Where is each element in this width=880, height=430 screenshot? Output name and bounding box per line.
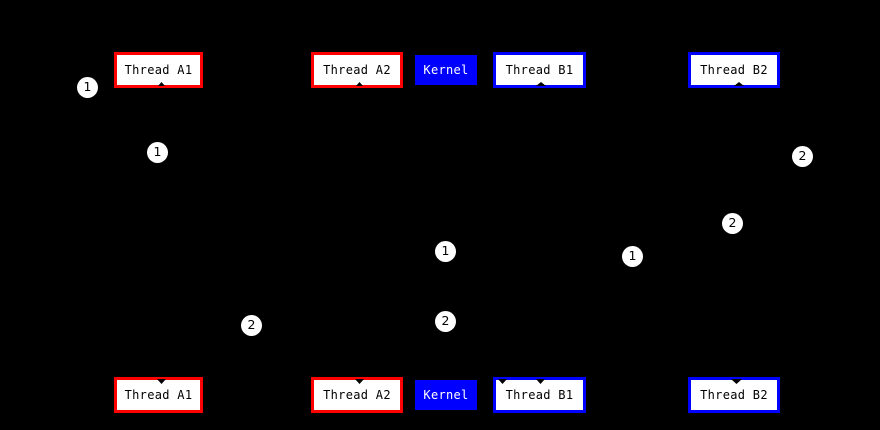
box-kernel-bottom-label: Kernel <box>423 388 469 402</box>
connector-artifact <box>158 82 165 86</box>
step-marker-2d: 2 <box>435 311 456 332</box>
step-marker-2b: 2 <box>722 213 743 234</box>
step-marker-2c-label: 2 <box>247 317 256 333</box>
box-thread-b2-bottom: Thread B2 <box>688 377 780 413</box>
connector-artifact <box>356 82 363 86</box>
step-marker-1a: 1 <box>77 77 98 98</box>
box-thread-a1-bottom: Thread A1 <box>114 377 203 413</box>
box-thread-b2-top-label: Thread B2 <box>700 63 768 77</box>
step-marker-1c: 1 <box>435 241 456 262</box>
step-marker-2b-label: 2 <box>728 215 737 231</box>
box-thread-b2-top: Thread B2 <box>688 52 780 88</box>
box-thread-b1-bottom: Thread B1 <box>493 377 586 413</box>
connector-artifact <box>731 379 742 384</box>
box-thread-a1-top: Thread A1 <box>114 52 203 88</box>
step-marker-2c: 2 <box>241 315 262 336</box>
step-marker-1d-label: 1 <box>628 248 637 264</box>
box-thread-a1-bottom-label: Thread A1 <box>124 388 193 402</box>
connector-artifact <box>157 379 166 384</box>
box-thread-b1-top: Thread B1 <box>493 52 586 88</box>
connector-artifact <box>536 379 545 384</box>
box-thread-b1-bottom-label: Thread B1 <box>505 388 574 402</box>
box-thread-b1-top-label: Thread B1 <box>505 63 574 77</box>
step-marker-2a: 2 <box>792 146 813 167</box>
step-marker-1b-label: 1 <box>153 144 162 160</box>
box-kernel-bottom: Kernel <box>415 380 477 410</box>
box-thread-b2-bottom-label: Thread B2 <box>700 388 768 402</box>
step-marker-1c-label: 1 <box>441 243 450 259</box>
step-marker-2d-label: 2 <box>441 313 450 329</box>
box-thread-a2-bottom-label: Thread A2 <box>323 388 391 402</box>
connector-artifact <box>498 379 507 384</box>
box-kernel-top: Kernel <box>415 55 477 85</box>
box-kernel-top-label: Kernel <box>423 63 469 77</box>
box-thread-a2-top-label: Thread A2 <box>323 63 391 77</box>
step-marker-1b: 1 <box>147 142 168 163</box>
step-marker-1d: 1 <box>622 246 643 267</box>
connector-artifact <box>355 379 364 384</box>
box-thread-a2-bottom: Thread A2 <box>311 377 403 413</box>
connector-artifact <box>536 82 546 86</box>
connector-artifact <box>734 82 744 86</box>
box-thread-a1-top-label: Thread A1 <box>124 63 193 77</box>
box-thread-a2-top: Thread A2 <box>311 52 403 88</box>
step-marker-1a-label: 1 <box>83 79 92 95</box>
step-marker-2a-label: 2 <box>798 148 807 164</box>
